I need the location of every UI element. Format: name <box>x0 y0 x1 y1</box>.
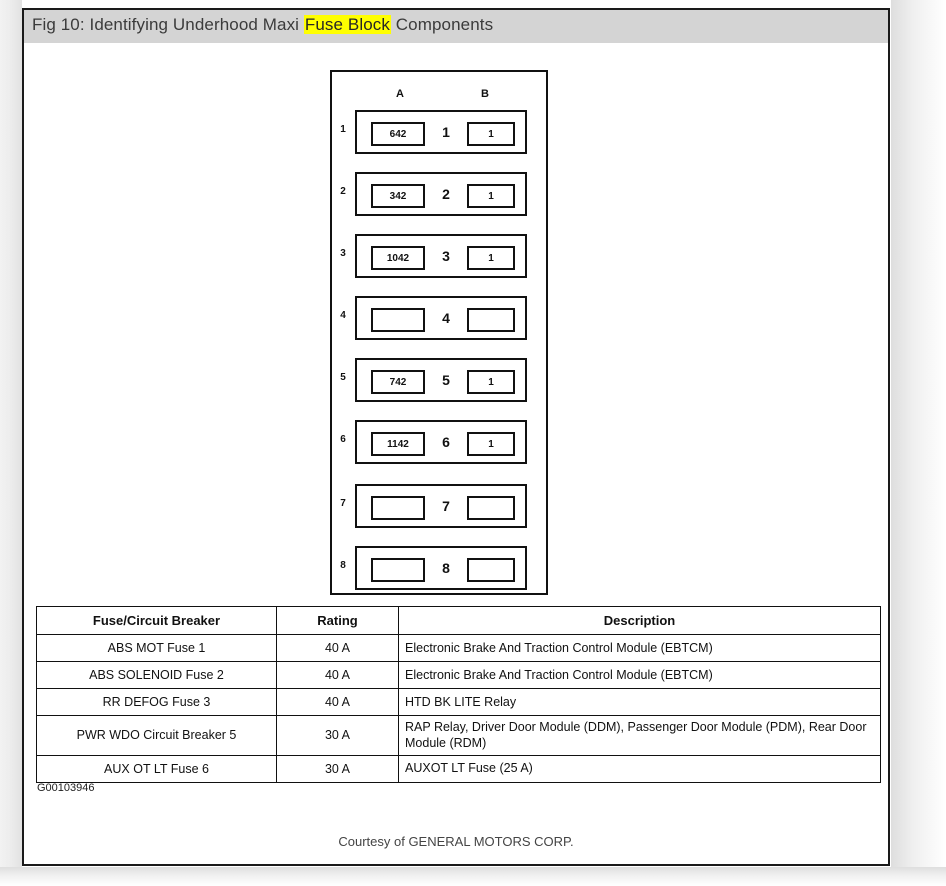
fuse-row-number-2: 2 <box>340 186 346 197</box>
column-header-rating: Rating <box>276 606 399 635</box>
figure-caption-bar: Fig 10: Identifying Underhood Maxi Fuse … <box>24 10 888 43</box>
cell-fuse-name: RR DEFOG Fuse 3 <box>36 688 277 716</box>
page-gutter-right <box>891 0 946 886</box>
figure-id-code: G00103946 <box>37 782 95 794</box>
courtesy-notice: Courtesy of GENERAL MOTORS CORP. <box>338 834 574 849</box>
fuse-row-number-4: 4 <box>340 310 346 321</box>
table-row: ABS MOT Fuse 1 40 A Electronic Brake And… <box>36 634 881 662</box>
cell-fuse-rating: 40 A <box>276 661 399 689</box>
fuse-row-mid-label-3: 3 <box>442 248 450 264</box>
fuse-row-mid-label-8: 8 <box>442 560 450 576</box>
cell-fuse-description: HTD BK LITE Relay <box>398 688 881 716</box>
column-header-description: Description <box>398 606 881 635</box>
fuse-row-number-6: 6 <box>340 434 346 445</box>
column-a-header: A <box>396 88 404 100</box>
cell-fuse-description: RAP Relay, Driver Door Module (DDM), Pas… <box>398 715 881 756</box>
cell-fuse-name: ABS SOLENOID Fuse 2 <box>36 661 277 689</box>
fuse-row-number-5: 5 <box>340 372 346 383</box>
column-header-fuse-circuit-breaker: Fuse/Circuit Breaker <box>36 606 277 635</box>
fuse-slot-b-1: 1 <box>467 122 515 146</box>
fuse-slot-a-4 <box>371 308 425 332</box>
page-gutter-bottom <box>0 867 946 886</box>
fuse-slot-b-4 <box>467 308 515 332</box>
fuse-row-mid-label-7: 7 <box>442 498 450 514</box>
fuse-row-mid-label-6: 6 <box>442 434 450 450</box>
table-header-row: Fuse/Circuit Breaker Rating Description <box>36 606 881 635</box>
column-b-header: B <box>481 88 489 100</box>
fuse-slot-b-7 <box>467 496 515 520</box>
fuse-row-2: 342 2 1 <box>355 172 527 216</box>
cell-fuse-rating: 40 A <box>276 688 399 716</box>
caption-text-before: Fig 10: Identifying Underhood Maxi <box>32 15 304 34</box>
fuse-row-mid-label-4: 4 <box>442 310 450 326</box>
caption-text-after: Components <box>390 15 494 34</box>
cell-fuse-name: PWR WDO Circuit Breaker 5 <box>36 715 277 756</box>
cell-fuse-description: Electronic Brake And Traction Control Mo… <box>398 634 881 662</box>
table-row: PWR WDO Circuit Breaker 5 30 A RAP Relay… <box>36 715 881 756</box>
fuse-row-7: 7 <box>355 484 527 528</box>
table-row: AUX OT LT Fuse 6 30 A AUXOT LT Fuse (25 … <box>36 754 881 783</box>
fuse-slot-a-2: 342 <box>371 184 425 208</box>
fuse-slot-b-8 <box>467 558 515 582</box>
fuse-slot-a-6: 1142 <box>371 432 425 456</box>
fuse-row-5: 742 5 1 <box>355 358 527 402</box>
fuse-row-number-1: 1 <box>340 124 346 135</box>
fuse-row-6: 1142 6 1 <box>355 420 527 464</box>
fuse-row-number-7: 7 <box>340 498 346 509</box>
fuse-slot-b-3: 1 <box>467 246 515 270</box>
fuse-row-mid-label-5: 5 <box>442 372 450 388</box>
fuse-legend-table: Fuse/Circuit Breaker Rating Description … <box>36 606 881 783</box>
fuse-slot-a-5: 742 <box>371 370 425 394</box>
fuse-row-mid-label-1: 1 <box>442 124 450 140</box>
figure-caption-text: Fig 10: Identifying Underhood Maxi Fuse … <box>32 15 493 35</box>
fuse-row-number-8: 8 <box>340 560 346 571</box>
fuse-slot-a-8 <box>371 558 425 582</box>
fuse-row-8: 8 <box>355 546 527 590</box>
cell-fuse-name: AUX OT LT Fuse 6 <box>36 754 277 783</box>
fuse-slot-b-5: 1 <box>467 370 515 394</box>
cell-fuse-rating: 30 A <box>276 754 399 783</box>
cell-fuse-name: ABS MOT Fuse 1 <box>36 634 277 662</box>
cell-fuse-rating: 40 A <box>276 634 399 662</box>
cell-fuse-description: AUXOT LT Fuse (25 A) <box>398 754 881 783</box>
cell-fuse-rating: 30 A <box>276 715 399 756</box>
fuse-row-number-3: 3 <box>340 248 346 259</box>
fuse-row-mid-label-2: 2 <box>442 186 450 202</box>
underhood-maxi-fuse-block-diagram: A B 1 642 1 1 2 342 2 1 3 1042 3 1 <box>330 70 548 595</box>
cell-fuse-description: Electronic Brake And Traction Control Mo… <box>398 661 881 689</box>
fuse-slot-b-6: 1 <box>467 432 515 456</box>
fuse-slot-a-7 <box>371 496 425 520</box>
fuse-row-4: 4 <box>355 296 527 340</box>
caption-highlighted-term: Fuse Block <box>303 15 391 34</box>
fuse-row-3: 1042 3 1 <box>355 234 527 278</box>
page-gutter-left <box>0 0 22 886</box>
document-card: Fig 10: Identifying Underhood Maxi Fuse … <box>22 8 890 866</box>
fuse-slot-a-1: 642 <box>371 122 425 146</box>
table-row: RR DEFOG Fuse 3 40 A HTD BK LITE Relay <box>36 688 881 716</box>
fuse-row-1: 642 1 1 <box>355 110 527 154</box>
table-row: ABS SOLENOID Fuse 2 40 A Electronic Brak… <box>36 661 881 689</box>
fuse-slot-a-3: 1042 <box>371 246 425 270</box>
fuse-slot-b-2: 1 <box>467 184 515 208</box>
